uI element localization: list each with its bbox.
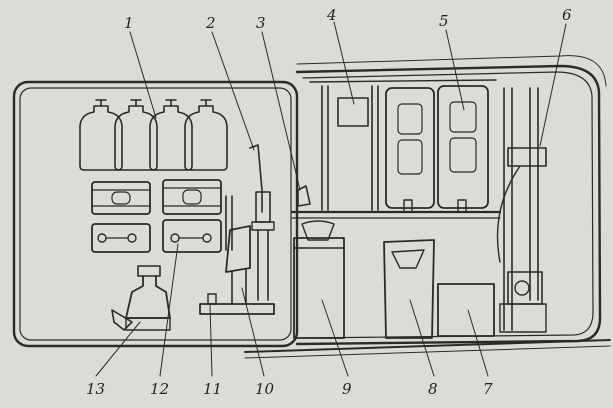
cabinet-body xyxy=(244,55,611,359)
container xyxy=(383,239,435,339)
label-6: 6 xyxy=(562,6,572,24)
canister xyxy=(385,87,435,213)
label-13: 13 xyxy=(86,380,105,398)
small-fitting xyxy=(207,293,217,305)
label-7: 7 xyxy=(483,380,493,398)
label-9: 9 xyxy=(342,380,352,398)
pump-unit xyxy=(199,195,275,315)
label-11: 11 xyxy=(203,380,222,398)
label-5: 5 xyxy=(439,12,449,30)
label-4: 4 xyxy=(326,6,337,24)
label-1: 1 xyxy=(124,14,134,32)
canister xyxy=(437,85,489,213)
label-2: 2 xyxy=(205,14,216,32)
rack-left-upper xyxy=(91,181,151,215)
tank xyxy=(293,220,345,339)
vertical-pipes xyxy=(496,87,547,333)
rack-left-lower xyxy=(91,223,151,253)
box xyxy=(437,283,495,337)
bottle xyxy=(184,99,228,171)
bottles-group xyxy=(79,99,228,171)
leader-lines xyxy=(95,21,567,377)
gas-burner xyxy=(249,144,275,301)
rack-right-upper xyxy=(162,179,222,215)
label-3: 3 xyxy=(256,14,266,32)
callout-labels: 1 2 3 4 5 6 7 8 9 10 11 12 13 xyxy=(86,6,572,398)
left-door-panel xyxy=(12,80,299,348)
label-8: 8 xyxy=(428,380,438,398)
label-10: 10 xyxy=(255,380,275,398)
label-12: 12 xyxy=(150,380,169,398)
jack xyxy=(111,265,171,331)
shelf-device xyxy=(297,185,311,207)
rack-right-lower xyxy=(162,219,222,253)
